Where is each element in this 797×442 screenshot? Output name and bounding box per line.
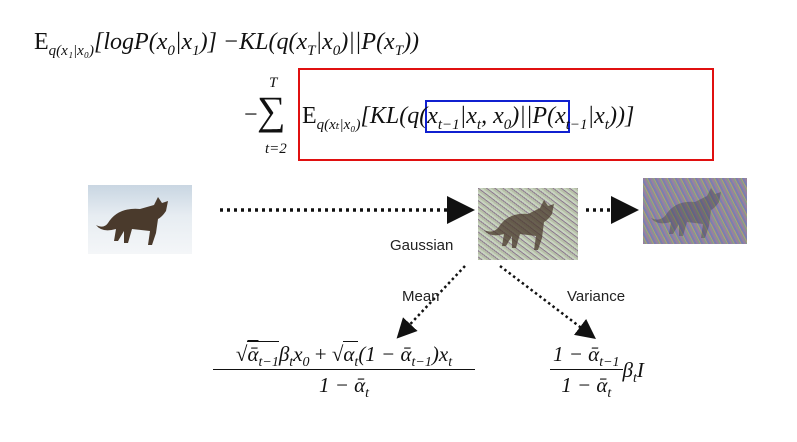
formula-segment: T xyxy=(307,43,316,59)
clean-cat-image xyxy=(88,185,192,254)
sub: t xyxy=(448,355,453,370)
blue-highlight-box xyxy=(425,100,570,133)
variance-label: Variance xyxy=(567,288,626,305)
formula-segment: ||P(x xyxy=(519,103,566,129)
formula-segment: t−1 xyxy=(565,117,588,133)
identity: I xyxy=(636,357,644,382)
red-highlight-box xyxy=(298,68,714,161)
sub: t−1 xyxy=(258,355,279,370)
variance-formula: 1 − ᾱt−1 1 − ᾱt βtI xyxy=(550,342,644,401)
sub: t xyxy=(354,355,359,370)
formula-segment: 0 xyxy=(167,43,175,59)
formula-segment: 1 xyxy=(192,43,200,59)
beta: β xyxy=(278,342,290,366)
formula-segment: 0 xyxy=(503,117,512,133)
mean-arrow xyxy=(396,265,466,339)
sub: t−1 xyxy=(599,355,620,370)
formula-segment: )] −KL(q(x xyxy=(199,29,308,55)
beta: β xyxy=(622,357,634,382)
formula-segment: )) xyxy=(403,29,420,55)
sum-lower: t=2 xyxy=(265,141,287,157)
alpha-bar: ᾱ xyxy=(400,342,412,366)
formula-segment: ) xyxy=(511,103,520,129)
elbo-formula-line2: Eq(xₜ|x₀)[KL(q(xt−1|xt, x0)||P(xt−1|xt))… xyxy=(302,103,635,133)
sub: t xyxy=(633,370,637,386)
formula-segment: E xyxy=(34,29,49,55)
alpha: α xyxy=(343,342,355,366)
denominator: 1 − ᾱ xyxy=(561,373,608,397)
close: )x xyxy=(431,342,449,366)
noisy-cat-image xyxy=(478,188,578,260)
sub: 0 xyxy=(302,355,310,370)
formula-segment: , x xyxy=(481,103,504,129)
formula-segment: t−1 xyxy=(437,117,460,133)
sub: t−1 xyxy=(411,355,432,370)
formula-segment: E xyxy=(302,103,317,129)
formula-segment: |x xyxy=(459,103,477,129)
mean-formula: √ᾱt−1βtx0 + √αt(1 − ᾱt−1)xt 1 − ᾱt xyxy=(213,341,475,401)
formula-segment: t xyxy=(604,117,609,133)
formula-segment: [logP(x xyxy=(94,29,168,55)
formula-segment: [KL( xyxy=(360,103,408,129)
formula-segment: |x xyxy=(315,29,333,55)
alpha-bar: ᾱ xyxy=(247,342,259,366)
formula-segment: |x xyxy=(587,103,605,129)
formula-segment: t xyxy=(476,117,482,133)
formula-segment: 0 xyxy=(332,43,341,59)
formula-segment: q(xₜ|x₀) xyxy=(316,117,361,133)
formula-segment: ))] xyxy=(608,103,635,129)
sum-symbol: ∑ xyxy=(257,88,286,133)
formula-segment: q(x xyxy=(407,103,438,129)
sub: t xyxy=(607,386,612,401)
numerator: 1 − ᾱ xyxy=(553,342,600,366)
denominator: 1 − ᾱ xyxy=(318,373,366,397)
sum-minus: − xyxy=(244,102,258,128)
formula-segment: q(x₁|x₀) xyxy=(48,43,95,59)
paren: (1 − xyxy=(358,342,401,366)
sub: t xyxy=(289,355,294,370)
formula-segment: )||P(x xyxy=(340,29,395,55)
plus: + xyxy=(309,342,332,366)
formula-segment: |x xyxy=(174,29,193,55)
sum-upper: T xyxy=(269,75,278,91)
x: x xyxy=(293,342,303,366)
gaussian-label: Gaussian xyxy=(390,237,454,254)
formula-segment: T xyxy=(394,43,404,59)
mean-label: Mean xyxy=(402,288,440,305)
sub: t xyxy=(365,386,370,401)
elbo-formula-line1: Eq(x₁|x₀)[logP(x0|x1)] −KL(q(xT|x0)||P(x… xyxy=(34,29,420,59)
pure-noise-image xyxy=(643,178,747,244)
